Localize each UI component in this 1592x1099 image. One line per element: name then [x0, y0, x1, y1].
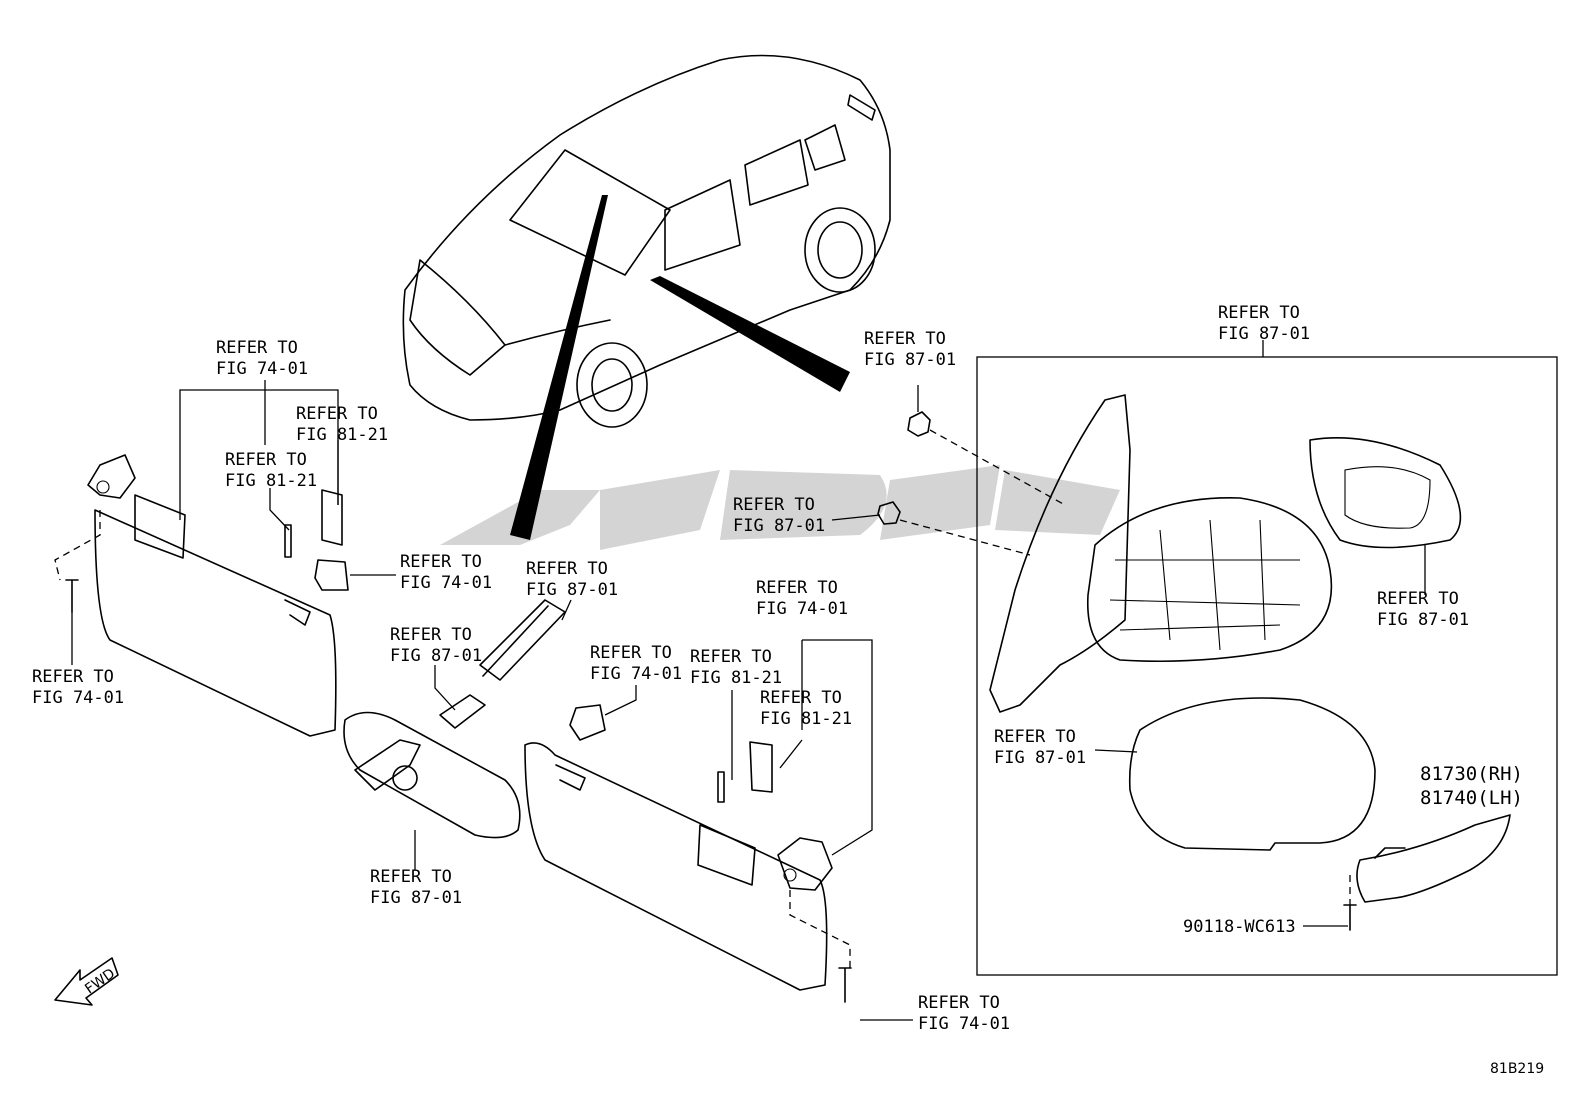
svg-text:REFER TO: REFER TO	[296, 404, 378, 424]
leader-lines	[71, 340, 1426, 1021]
svg-text:FIG 87-01: FIG 87-01	[1218, 324, 1310, 344]
svg-text:REFER TO: REFER TO	[1377, 589, 1459, 609]
svg-text:FIG 87-01: FIG 87-01	[994, 748, 1086, 768]
outer-mirror-box	[976, 356, 1558, 976]
fwd-label: FWD	[82, 966, 118, 998]
svg-text:REFER TO: REFER TO	[216, 338, 298, 358]
svg-text:REFER TO: REFER TO	[733, 495, 815, 515]
svg-text:REFER TO: REFER TO	[864, 329, 946, 349]
callout-inner-mirror: REFER TO FIG 87-01	[370, 867, 462, 908]
sun-visor-right	[524, 704, 833, 991]
mirror-pointer	[650, 276, 850, 392]
screw-right	[838, 967, 852, 1003]
callout-visor-r-screw: REFER TO FIG 74-01	[918, 993, 1010, 1034]
sun-visor-left	[87, 454, 349, 737]
callout-mirror-nut-2: REFER TO FIG 87-01	[733, 495, 825, 536]
svg-text:REFER TO: REFER TO	[32, 667, 114, 687]
svg-text:FIG 81-21: FIG 81-21	[225, 471, 317, 491]
callout-visor-l-81b: REFER TO FIG 81-21	[296, 404, 388, 445]
svg-text:FIG 87-01: FIG 87-01	[390, 646, 482, 666]
svg-text:FIG 81-21: FIG 81-21	[690, 668, 782, 688]
svg-text:FIG 74-01: FIG 74-01	[918, 1014, 1010, 1034]
svg-text:FIG 74-01: FIG 74-01	[32, 688, 124, 708]
fwd-arrow: FWD	[54, 957, 119, 1006]
svg-text:REFER TO: REFER TO	[225, 450, 307, 470]
svg-text:REFER TO: REFER TO	[590, 643, 672, 663]
callout-visor-r-top: REFER TO FIG 74-01	[756, 578, 848, 619]
callout-outer-mirror: REFER TO FIG 87-01	[1218, 303, 1310, 344]
callout-mirror-glass: REFER TO FIG 87-01	[1377, 589, 1469, 630]
callout-visor-l-81a: REFER TO FIG 81-21	[225, 450, 317, 491]
callout-visor-r-81b: REFER TO FIG 81-21	[760, 688, 852, 729]
screw-mirror	[1343, 904, 1357, 931]
svg-text:REFER TO: REFER TO	[760, 688, 842, 708]
callout-visor-r-clip: REFER TO FIG 74-01	[590, 643, 682, 684]
callout-bracket: REFER TO FIG 87-01	[390, 625, 482, 666]
svg-text:FIG 87-01: FIG 87-01	[733, 516, 825, 536]
svg-text:FIG 87-01: FIG 87-01	[864, 350, 956, 370]
callout-visor-l-top: REFER TO FIG 74-01	[216, 338, 308, 379]
vehicle-outline	[402, 54, 891, 428]
svg-text:REFER TO: REFER TO	[370, 867, 452, 887]
figure-code: 81B219	[1490, 1061, 1544, 1077]
svg-text:REFER TO: REFER TO	[526, 559, 608, 579]
svg-text:FIG 87-01: FIG 87-01	[1377, 610, 1469, 630]
windshield-pointer	[510, 195, 608, 540]
svg-text:FIG 81-21: FIG 81-21	[760, 709, 852, 729]
svg-text:FIG 87-01: FIG 87-01	[370, 888, 462, 908]
svg-text:FIG 87-01: FIG 87-01	[526, 580, 618, 600]
outer-mirror-parts	[877, 394, 1511, 903]
callout-mirror-cover: REFER TO FIG 87-01	[994, 727, 1086, 768]
part-number-lh: 81740(LH)	[1420, 787, 1523, 809]
svg-text:REFER TO: REFER TO	[400, 552, 482, 572]
svg-text:REFER TO: REFER TO	[918, 993, 1000, 1013]
part-number-screw: 90118-WC613	[1183, 917, 1296, 937]
callout-visor-l-screw: REFER TO FIG 74-01	[32, 667, 124, 708]
svg-text:FIG 74-01: FIG 74-01	[590, 664, 682, 684]
svg-text:REFER TO: REFER TO	[690, 647, 772, 667]
svg-text:REFER TO: REFER TO	[994, 727, 1076, 747]
svg-text:FIG 74-01: FIG 74-01	[216, 359, 308, 379]
part-number-rh: 81730(RH)	[1420, 763, 1523, 785]
watermark-logo	[440, 465, 1120, 550]
svg-text:FIG 81-21: FIG 81-21	[296, 425, 388, 445]
callout-visor-r-81a: REFER TO FIG 81-21	[690, 647, 782, 688]
svg-text:REFER TO: REFER TO	[1218, 303, 1300, 323]
screw-left	[65, 579, 79, 613]
svg-text:FIG 74-01: FIG 74-01	[756, 599, 848, 619]
callout-mirror-nut-1: REFER TO FIG 87-01	[864, 329, 956, 370]
callout-visor-l-clip: REFER TO FIG 74-01	[400, 552, 492, 593]
callout-windshield: REFER TO FIG 87-01	[526, 559, 618, 600]
svg-text:FIG 74-01: FIG 74-01	[400, 573, 492, 593]
svg-text:REFER TO: REFER TO	[390, 625, 472, 645]
inner-mirror	[343, 711, 521, 839]
svg-text:REFER TO: REFER TO	[756, 578, 838, 598]
